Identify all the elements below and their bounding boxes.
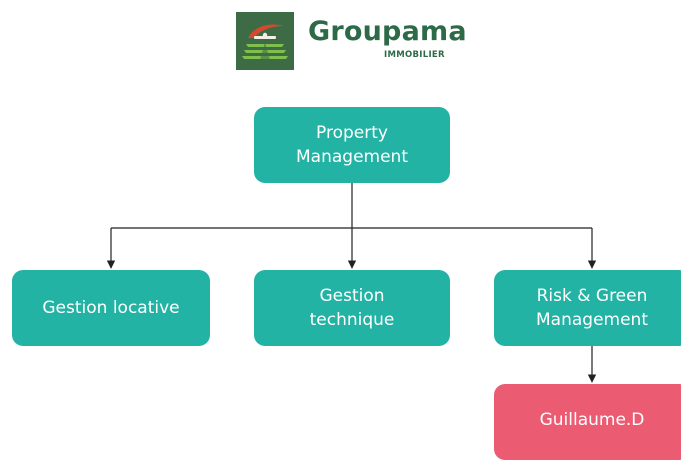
brand-subtitle: IMMOBILIER [384, 50, 445, 60]
org-chart-page: Groupama IMMOBILIER Property Management … [12, 12, 681, 460]
groupama-wheat-field-logo-icon [236, 12, 294, 70]
node-risk-green-management: Risk & Green Management [494, 270, 681, 346]
brand-name: Groupama [308, 16, 467, 47]
node-guillaume-d: Guillaume.D [494, 384, 681, 460]
node-gestion-technique: Gestion technique [254, 270, 450, 346]
connector-lines [106, 183, 597, 383]
node-gestion-locative: Gestion locative [12, 270, 210, 346]
groupama-logo: Groupama IMMOBILIER [236, 12, 467, 70]
node-property-management: Property Management [254, 107, 450, 183]
